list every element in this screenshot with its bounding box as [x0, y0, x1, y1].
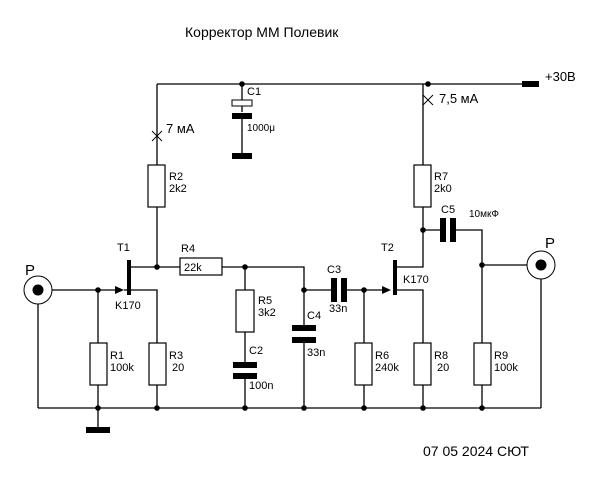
capacitor-c3: C3 33n	[304, 264, 364, 315]
ground-bus	[38, 405, 541, 433]
svg-text:7 мА: 7 мА	[166, 121, 195, 136]
capacitor-c2: C2 100n	[233, 345, 273, 408]
resistor-r8: R8 20	[413, 342, 449, 408]
svg-text:C2: C2	[249, 345, 263, 357]
svg-text:2k0: 2k0	[434, 183, 452, 195]
resistor-r9: R9 100k	[473, 342, 518, 408]
svg-text:22k: 22k	[184, 262, 202, 274]
capacitor-c5: C5 10мкФ	[423, 204, 499, 343]
svg-text:240k: 240k	[375, 362, 399, 374]
svg-text:P: P	[25, 262, 35, 279]
svg-text:C1: C1	[247, 86, 261, 98]
svg-text:20: 20	[437, 362, 449, 374]
resistor-r7: R7 2k0	[413, 84, 452, 233]
svg-text:R4: R4	[181, 243, 195, 255]
svg-text:R7: R7	[434, 171, 448, 183]
svg-text:7,5 мА: 7,5 мА	[439, 91, 479, 106]
svg-text:20: 20	[172, 362, 184, 374]
svg-text:P: P	[545, 235, 555, 252]
supply-label: +30В	[545, 69, 576, 84]
svg-text:C5: C5	[441, 204, 455, 216]
svg-text:10мкФ: 10мкФ	[469, 209, 499, 220]
resistor-r2: R2 2k2	[147, 164, 187, 267]
ground-symbol	[86, 427, 110, 433]
svg-text:R8: R8	[434, 350, 448, 362]
transistor-t1: T1 K170	[98, 242, 160, 343]
capacitor-c4: C4 33n	[292, 287, 325, 408]
resistor-r3: R3 20	[148, 342, 184, 408]
svg-text:C4: C4	[307, 310, 321, 322]
output-connector[interactable]: P	[482, 235, 556, 408]
svg-text:1000μ: 1000μ	[247, 123, 275, 134]
input-connector[interactable]: P	[23, 262, 98, 408]
capacitor-c1: C1 1000μ	[231, 84, 275, 159]
svg-text:3k2: 3k2	[258, 307, 276, 319]
resistor-r1: R1 100k	[89, 287, 134, 408]
svg-text:100n: 100n	[249, 380, 273, 392]
svg-text:100k: 100k	[110, 362, 134, 374]
resistor-r5: R5 3k2	[235, 267, 276, 362]
svg-text:100k: 100k	[494, 362, 518, 374]
svg-text:33n: 33n	[329, 303, 347, 315]
current-marker-right: 7,5 мА	[422, 91, 479, 106]
resistor-r4: R4 22k	[157, 243, 305, 290]
svg-text:T2: T2	[381, 242, 394, 254]
svg-text:R3: R3	[169, 350, 183, 362]
current-marker-left: 7 мА	[151, 121, 195, 142]
svg-text:2k2: 2k2	[169, 183, 187, 195]
svg-text:T1: T1	[117, 242, 130, 254]
svg-text:33n: 33n	[307, 347, 325, 359]
schematic-title: Корректор ММ Полевик	[185, 24, 339, 40]
svg-text:R6: R6	[375, 350, 389, 362]
svg-text:R5: R5	[258, 295, 272, 307]
svg-text:R1: R1	[110, 350, 124, 362]
supply-rail: +30В	[156, 69, 576, 165]
svg-text:R9: R9	[494, 350, 508, 362]
footer-date: 07 05 2024 СЮТ	[423, 443, 529, 459]
svg-text:K170: K170	[115, 300, 141, 312]
svg-text:C3: C3	[327, 264, 341, 276]
svg-text:K170: K170	[403, 274, 429, 286]
resistor-r6: R6 240k	[354, 290, 399, 408]
svg-text:R2: R2	[169, 171, 183, 183]
transistor-t2: T2 K170	[361, 230, 429, 343]
